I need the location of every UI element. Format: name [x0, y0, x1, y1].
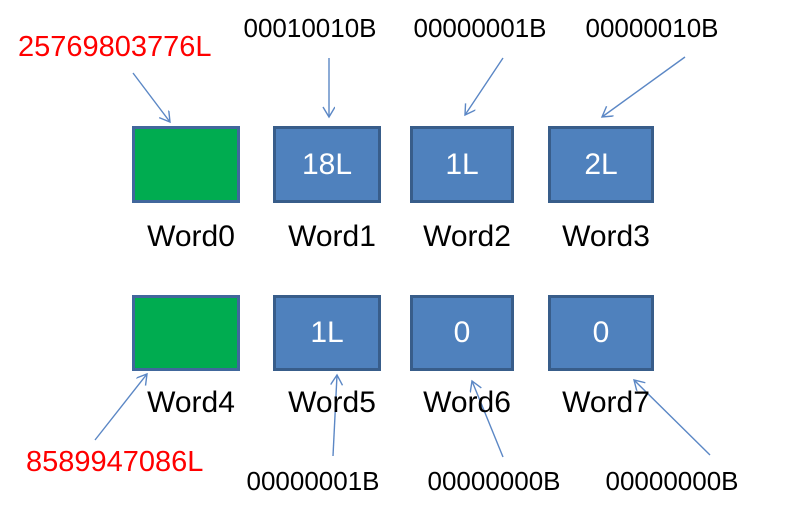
word7-value: 0: [592, 316, 610, 349]
word7-annotation-arrow: [634, 380, 711, 456]
word3-label: Word3: [562, 220, 650, 253]
word6-value: 0: [453, 316, 471, 349]
word7-label: Word7: [562, 386, 650, 419]
word1-box: 18L: [273, 126, 381, 203]
word6-annotation: 00000000B: [427, 466, 561, 496]
word3-box: 2L: [548, 126, 654, 203]
word5-label: Word5: [288, 386, 376, 419]
word1-label: Word1: [288, 220, 376, 253]
word2-label: Word2: [423, 220, 511, 253]
word0-annotation-arrow: [132, 72, 170, 122]
word4-box: [132, 295, 240, 371]
word4-annotation: 8589947086L: [26, 446, 204, 478]
word6-box: 0: [410, 295, 514, 371]
word3-annotation: 00000010B: [585, 13, 719, 43]
word4-annotation-arrow: [94, 374, 147, 441]
word7-annotation: 00000000B: [605, 466, 739, 496]
word7-box: 0: [548, 295, 654, 371]
word0-label: Word0: [147, 220, 235, 253]
word2-box: 1L: [410, 126, 514, 203]
word1-annotation: 00010010B: [243, 13, 377, 43]
word5-annotation: 00000001B: [246, 466, 380, 496]
word6-label: Word6: [423, 386, 511, 419]
word6-annotation-arrow: [472, 381, 504, 458]
word3-value: 2L: [584, 147, 618, 181]
word5-value: 1L: [310, 316, 344, 349]
word3-annotation-arrow: [602, 56, 686, 117]
word4-label: Word4: [147, 386, 235, 419]
word2-annotation-arrow: [465, 57, 504, 115]
word0-box: [132, 126, 240, 203]
word2-annotation: 00000001B: [413, 13, 547, 43]
word2-value: 1L: [445, 147, 479, 181]
word5-annotation-arrow: [333, 375, 337, 457]
word5-box: 1L: [273, 295, 381, 371]
word0-annotation: 25769803776L: [18, 31, 212, 63]
word1-value: 18L: [301, 147, 353, 181]
